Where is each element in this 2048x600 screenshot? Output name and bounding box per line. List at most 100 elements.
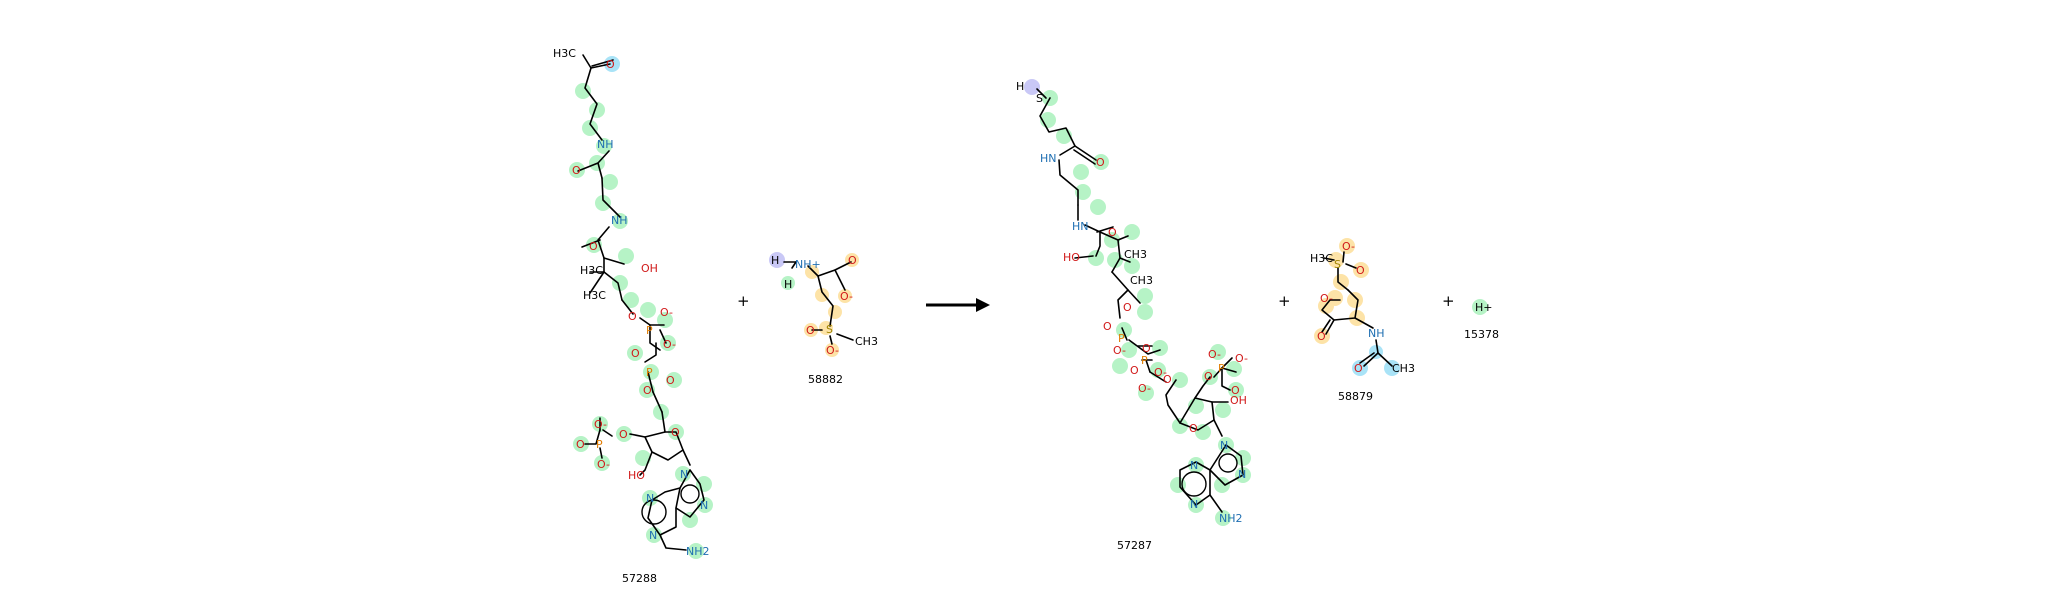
atom-label-o-minus: O- — [660, 306, 673, 319]
compound-id-57287: 57287 — [1117, 539, 1152, 552]
atom-label-h: H — [771, 254, 779, 267]
atom-label-n: N — [1190, 498, 1198, 511]
atom-label-o: O — [1130, 364, 1139, 377]
atom-label-p: P — [1218, 362, 1225, 375]
reaction-arrow — [926, 298, 990, 312]
atom-label-o: O — [1163, 373, 1172, 386]
atom-label-o-minus: O- — [1154, 366, 1167, 379]
atom-label-o: O — [1123, 301, 1132, 314]
bond-group — [577, 54, 705, 551]
atom-label-o: O — [1204, 370, 1213, 383]
atom-label-n: N — [1220, 439, 1228, 452]
atom-label-nh: NH — [597, 138, 614, 151]
atom-label-h: H — [1016, 80, 1024, 93]
atom-label-n: N — [646, 492, 654, 505]
atom-label-p: P — [646, 366, 653, 379]
atom-label-o-minus: O- — [1342, 240, 1355, 253]
atom-label-ch3: CH3 — [1392, 362, 1415, 375]
highlight-group — [769, 252, 859, 357]
molecule-58882: H NH+ H O O- S O O- CH3 58882 — [769, 252, 878, 386]
plus-sign: + — [1278, 292, 1291, 310]
plus-sign: + — [737, 292, 750, 310]
atom-label-ho: HO — [1063, 251, 1080, 264]
bond-group — [1321, 251, 1393, 367]
bond-group — [1036, 88, 1244, 513]
atom-label-o: O — [806, 324, 815, 337]
atom-label-o: O — [589, 240, 598, 253]
atom-label-o-minus: O- — [1320, 292, 1333, 305]
atom-label-o: O — [643, 384, 652, 397]
atom-label-h: H — [784, 278, 792, 291]
atom-label-o: O — [1108, 226, 1117, 239]
atom-label-hn: HN — [1072, 220, 1089, 233]
atom-label-s: S — [826, 323, 833, 336]
atom-label-p: P — [646, 324, 653, 337]
atom-label-ho: HO — [628, 469, 645, 482]
compound-id-15378: 15378 — [1464, 328, 1499, 341]
atom-label-h3c: H3C — [1310, 252, 1333, 265]
atom-label-o: O — [671, 426, 680, 439]
atom-label-n: N — [649, 529, 657, 542]
atom-label-o-minus: O- — [1235, 352, 1248, 365]
bond-group — [783, 261, 854, 345]
highlight-group — [569, 56, 713, 559]
plus-sign: + — [1442, 292, 1455, 310]
molecule-57287: H S HN O HN O HO CH3 CH3 O O P O- O O P … — [1016, 79, 1251, 552]
atom-label-o: O — [1142, 342, 1151, 355]
atom-label-s: S — [1334, 258, 1341, 271]
compound-id-58882: 58882 — [808, 373, 843, 386]
atom-label-o-minus: O- — [1113, 344, 1126, 357]
atom-label-o-minus: O- — [663, 338, 676, 351]
molecule-57288: H3C O NH O NH O OH H3C H3C O O- P O- O P… — [553, 47, 713, 585]
molecule-58879: H3C O- S O O- O NH O CH3 58879 — [1310, 238, 1415, 403]
atom-label-nh: NH — [611, 214, 628, 227]
atom-label-o: O — [619, 428, 628, 441]
atom-label-o: O — [576, 438, 585, 451]
atom-label-p: P — [1141, 354, 1148, 367]
highlight-group — [1024, 79, 1251, 526]
atom-label-h3c: H3C — [580, 264, 603, 277]
atom-label-nh: NH — [1368, 327, 1385, 340]
atom-label-o: O — [606, 58, 615, 71]
atom-label-o: O — [1356, 264, 1365, 277]
atom-label-o: O — [1103, 320, 1112, 333]
atom-label-h3c: H3C — [583, 289, 606, 302]
atom-label-o-minus: O- — [594, 418, 607, 431]
atom-label-o-minus: O- — [1208, 348, 1221, 361]
atom-label-o: O — [631, 347, 640, 360]
atom-label-nh-plus: NH+ — [795, 258, 821, 271]
atom-label-p: P — [1118, 332, 1125, 345]
atom-label-h-plus: H+ — [1475, 301, 1493, 314]
atom-label-o-minus: O- — [597, 458, 610, 471]
atom-label-n: N — [700, 499, 708, 512]
atom-label-ch3: CH3 — [1124, 248, 1147, 261]
atom-label-n: N — [1238, 468, 1246, 481]
atom-label-n: N — [680, 468, 688, 481]
atom-label-ch3: CH3 — [855, 335, 878, 348]
molecule-15378: H+ 15378 — [1464, 299, 1499, 341]
atom-label-oh: OH — [1230, 394, 1247, 407]
atom-label-hn: HN — [1040, 152, 1057, 165]
compound-id-57288: 57288 — [622, 572, 657, 585]
compound-id-58879: 58879 — [1338, 390, 1373, 403]
atom-label-n: N — [1190, 459, 1198, 472]
atom-label-o: O — [1096, 156, 1105, 169]
atom-label-o-minus: O- — [826, 344, 839, 357]
atom-label-s: S — [1036, 92, 1043, 105]
atom-label-o: O — [1231, 384, 1240, 397]
atom-label-o: O — [1354, 362, 1363, 375]
atom-label-h3c: H3C — [553, 47, 576, 60]
atom-label-o-minus: O- — [1138, 382, 1151, 395]
atom-label-o: O — [628, 310, 637, 323]
atom-label-nh2: NH2 — [686, 545, 710, 558]
highlight-group — [1314, 238, 1400, 376]
atom-label-o: O — [1189, 422, 1198, 435]
highlight — [1472, 299, 1488, 315]
atom-label-oh: OH — [641, 262, 658, 275]
atom-label-o: O — [666, 374, 675, 387]
atom-label-p: P — [596, 438, 603, 451]
atom-label-o: O — [572, 164, 581, 177]
atom-label-ch3: CH3 — [1130, 274, 1153, 287]
atom-label-o-minus: O- — [840, 290, 853, 303]
